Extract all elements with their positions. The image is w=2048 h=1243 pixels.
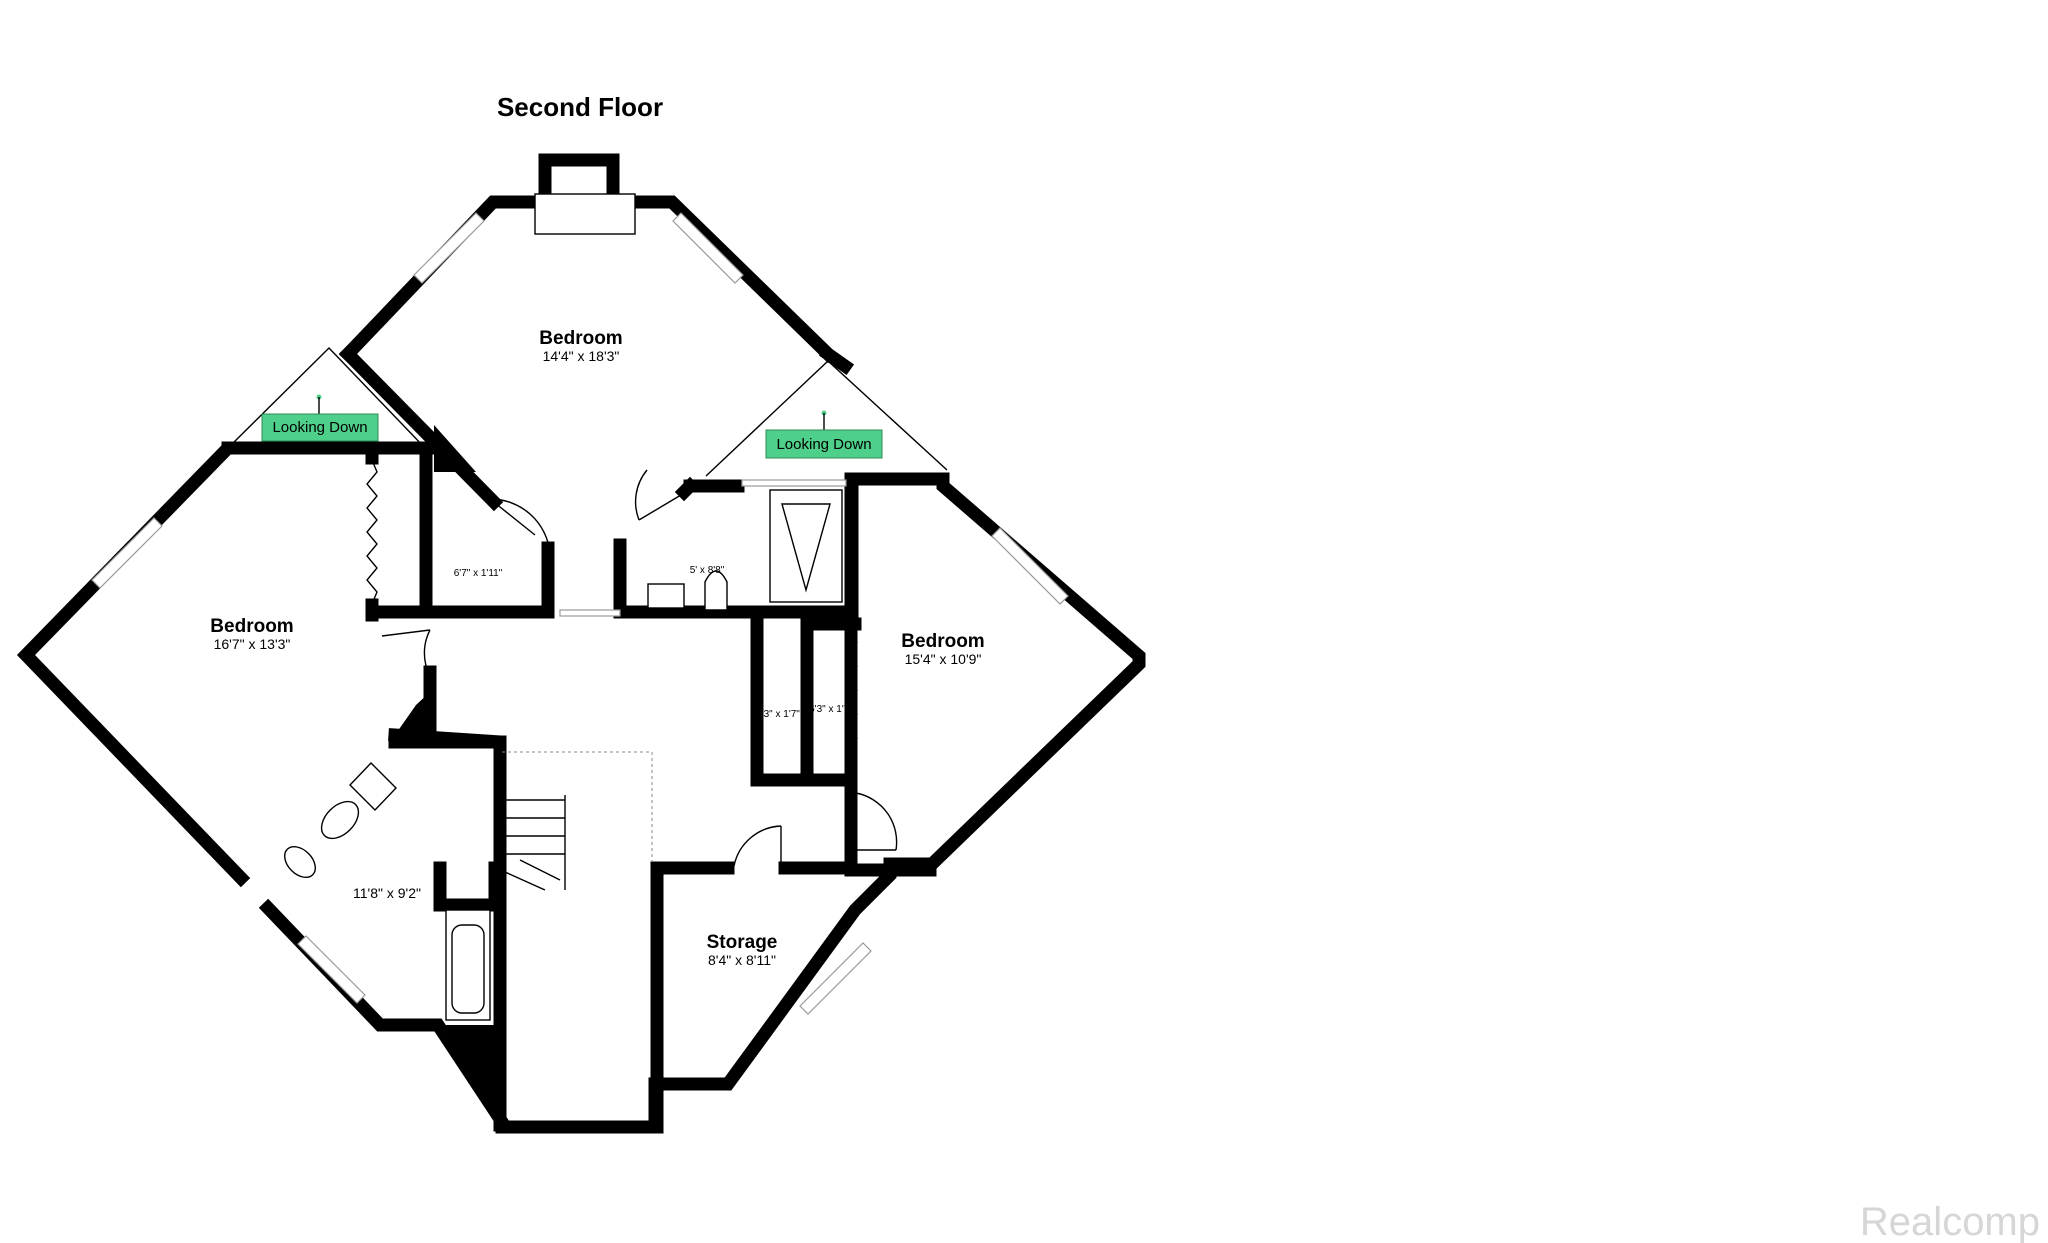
room-dims-bedroom-left: 16'7" x 13'3" xyxy=(214,636,291,652)
wall-wedge-left xyxy=(395,692,430,735)
room-dims-storage: 8'4" x 8'11" xyxy=(708,952,776,968)
looking-down-badge-left: Looking Down xyxy=(261,413,379,442)
staircase xyxy=(502,751,653,891)
room-dims-bedroom-right: 15'4" x 10'9" xyxy=(905,651,982,667)
room-name-storage: Storage xyxy=(707,932,778,953)
room-dims-hall-closet-a: 6'3" x 1'7" xyxy=(756,709,800,720)
room-dims-bath-small: 5' x 8'8" xyxy=(690,565,725,576)
bath-fixtures xyxy=(284,761,491,1021)
windows xyxy=(91,212,1069,1015)
toilet-small-bath xyxy=(704,570,728,611)
closet-bifold-right xyxy=(846,629,858,761)
looking-down-badge-right: Looking Down xyxy=(765,429,883,459)
floor-title: Second Floor xyxy=(497,92,663,122)
room-dims-closet-left: 6'7" x 1'11" xyxy=(454,568,503,579)
closet-bifold-left xyxy=(366,459,378,605)
room-dims-bath-left: 11'8" x 9'2" xyxy=(353,885,421,901)
room-dims-bedroom-top: 14'4" x 18'3" xyxy=(543,348,620,364)
room-name-bedroom-right: Bedroom xyxy=(901,631,984,652)
room-name-bedroom-top: Bedroom xyxy=(539,328,622,349)
room-dims-hall-closet-b: 6'3" x 1'7" xyxy=(809,704,853,715)
looking-down-label-left: Looking Down xyxy=(272,419,367,436)
room-name-bedroom-left: Bedroom xyxy=(210,616,293,637)
looking-down-label-right: Looking Down xyxy=(776,436,871,453)
shower xyxy=(769,489,843,603)
interior-walls xyxy=(221,441,862,1134)
wall-wedge-bottom xyxy=(438,1025,500,1132)
sink-small-bath xyxy=(647,583,685,609)
watermark-logo: Realcomp xyxy=(1860,1200,2040,1243)
doors xyxy=(381,469,898,867)
opening-outline-right xyxy=(705,360,948,477)
fireplace xyxy=(534,193,636,235)
